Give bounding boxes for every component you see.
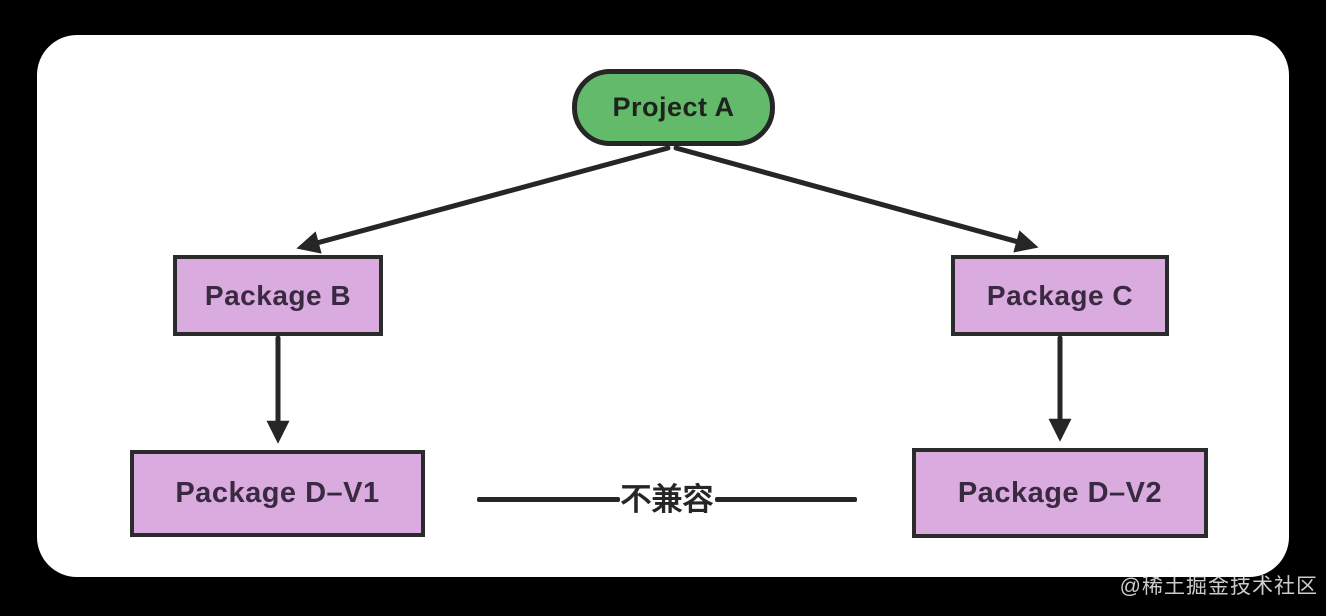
watermark: @稀土掘金技术社区 <box>1119 575 1318 598</box>
node-package-d-v2: Package D–V2 <box>912 448 1208 538</box>
conflict-connector: 不兼容 <box>477 478 857 520</box>
edge-project-a-to-package-c-arrow <box>673 145 1039 253</box>
conflict-line-left <box>477 496 620 502</box>
node-package-b: Package B <box>173 255 383 336</box>
conflict-line-right <box>714 496 857 502</box>
node-package-c-label: Package C <box>986 279 1134 311</box>
node-package-c: Package C <box>951 255 1169 336</box>
node-project-a: Project A <box>572 69 775 146</box>
node-package-d-v1-label: Package D–V1 <box>175 477 380 509</box>
edge-project-a-to-package-b-arrow <box>296 145 671 254</box>
node-project-a-label: Project A <box>612 92 735 122</box>
node-package-b-label: Package B <box>204 279 352 311</box>
node-package-d-v1: Package D–V1 <box>130 450 425 537</box>
conflict-label: 不兼容 <box>620 481 714 517</box>
node-package-d-v2-label: Package D–V2 <box>957 476 1163 509</box>
